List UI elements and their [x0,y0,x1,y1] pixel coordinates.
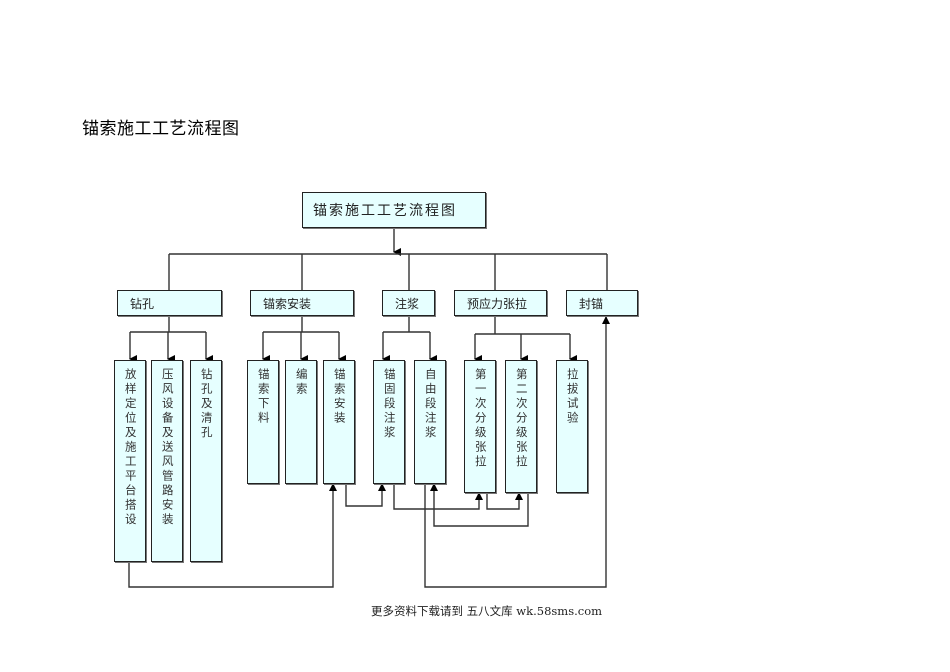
step-cable-cutting: 锚索下料 [247,360,279,484]
step-air-supply: 压风设备及送风管路安装 [151,360,183,562]
page-title: 锚索施工工艺流程图 [82,119,240,139]
root-node-label: 锚索施工工艺流程图 [313,203,457,219]
link-setup-to-anchor-install [128,483,337,588]
link-anchor-install-to-anchorage-grout [345,483,386,507]
step-first-tension: 第一次分级张拉 [464,360,496,493]
stage-anchor-install: 锚索安装 [250,290,354,316]
stage-sealing: 封锚 [566,290,638,316]
stage-label: 预应力张拉 [467,296,528,311]
step-setup-platform: 放样定位及施工平台搭设 [114,360,146,562]
stage-label: 封锚 [579,296,604,311]
link-second-tension-to-free-grout [430,483,529,527]
footer-text: 更多资料下载请到 五八文库 wk.58sms.com [371,604,603,618]
step-pullout-test: 拉拔试验 [556,360,588,493]
stage-drilling: 钻孔 [117,290,222,316]
link-free-grout-to-sealing [424,316,610,588]
stage-label: 钻孔 [130,296,155,311]
stage-grouting: 注浆 [382,290,435,316]
link-first-to-second-tension [486,492,523,510]
step-free-grout: 自由段注浆 [414,360,446,484]
root-node: 锚索施工工艺流程图 [302,192,486,228]
stage-label: 注浆 [395,296,420,311]
link-anchorage-grout-to-first-tension [393,484,483,510]
stage-prestress: 预应力张拉 [454,290,547,316]
step-cable-braiding: 编索 [285,360,317,484]
stage-label: 锚索安装 [263,296,312,311]
step-anchorage-grout: 锚固段注浆 [373,360,405,484]
step-second-tension: 第二次分级张拉 [505,360,537,493]
step-drill-clean: 钻孔及清孔 [190,360,222,562]
step-cable-install: 锚索安装 [323,360,355,484]
